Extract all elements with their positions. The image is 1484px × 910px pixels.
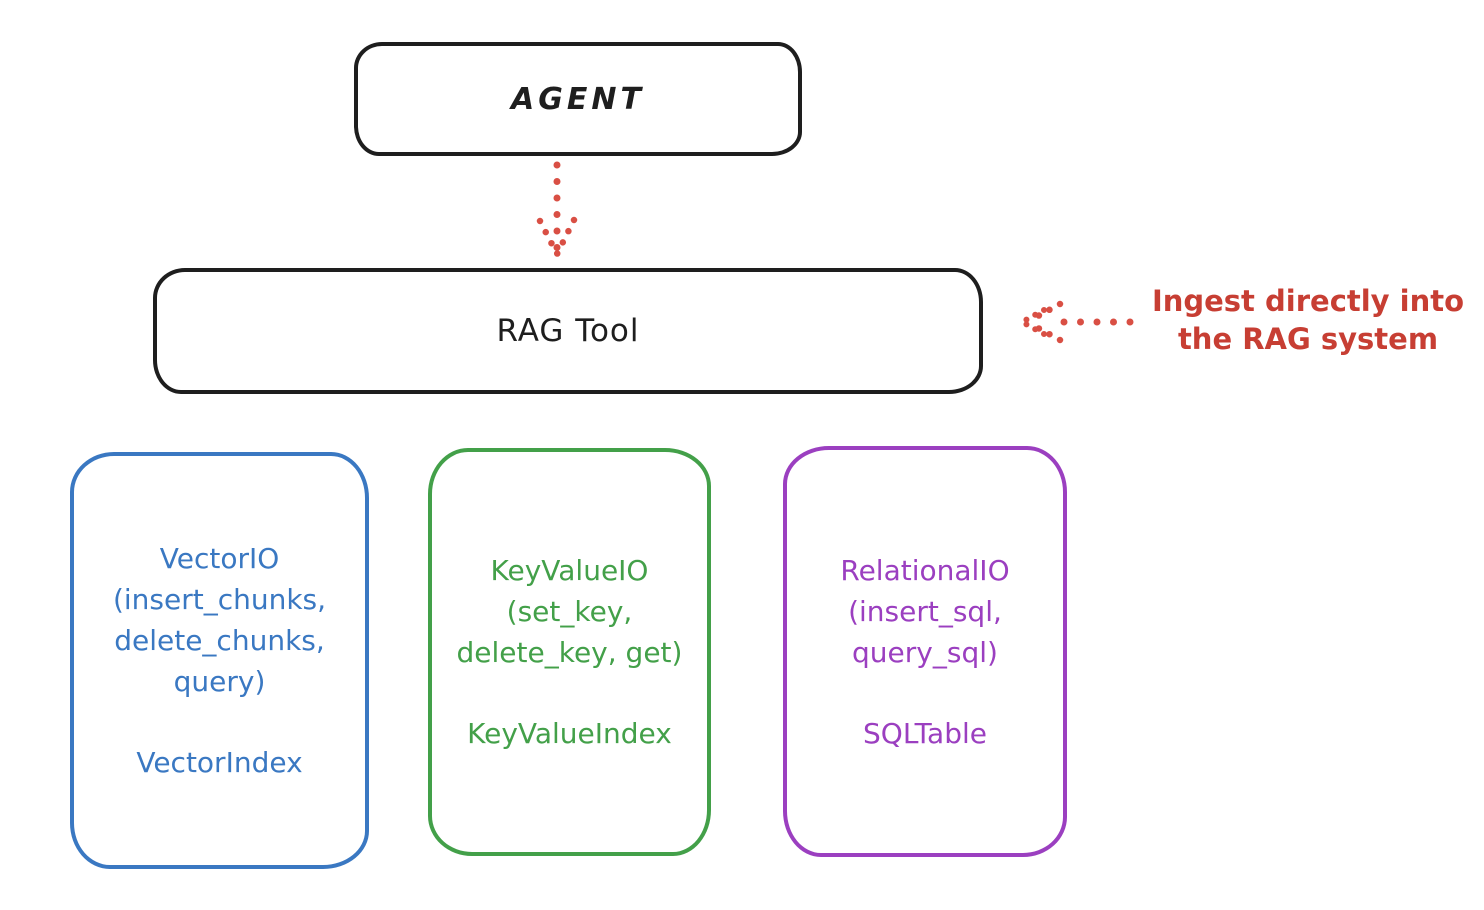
vectorio-index: VectorIndex	[136, 746, 303, 779]
relationalio-title: RelationalIO	[840, 553, 1010, 587]
agent-node: AGENT	[354, 42, 802, 156]
agent-label: AGENT	[511, 81, 645, 117]
agent-to-ragtool-arrow-icon	[536, 161, 578, 258]
vectorio-methods: (insert_chunks, delete_chunks, query)	[112, 583, 327, 698]
vectorio-title: VectorIO	[159, 542, 280, 575]
relationalio-index: SQLTable	[863, 716, 987, 750]
ingest-annotation: Ingest directly into the RAG system	[1151, 284, 1465, 356]
annotation-to-ragtool-arrow-icon	[1019, 300, 1134, 344]
relationalio-methods: (insert_sql, query_sql)	[848, 594, 1002, 669]
vectorio-node: VectorIO (insert_chunks, delete_chunks, …	[70, 452, 369, 869]
keyvalueio-title: KeyValueIO	[490, 554, 649, 587]
keyvalueio-methods: (set_key, delete_key, get)	[456, 595, 683, 669]
rag-tool-node: RAG Tool	[153, 268, 983, 394]
keyvalueio-index: KeyValueIndex	[467, 717, 672, 750]
rag-tool-label: RAG Tool	[496, 313, 640, 349]
relationalio-node: RelationalIO (insert_sql, query_sql) SQL…	[783, 446, 1067, 857]
keyvalueio-node: KeyValueIO (set_key, delete_key, get) Ke…	[428, 448, 711, 856]
